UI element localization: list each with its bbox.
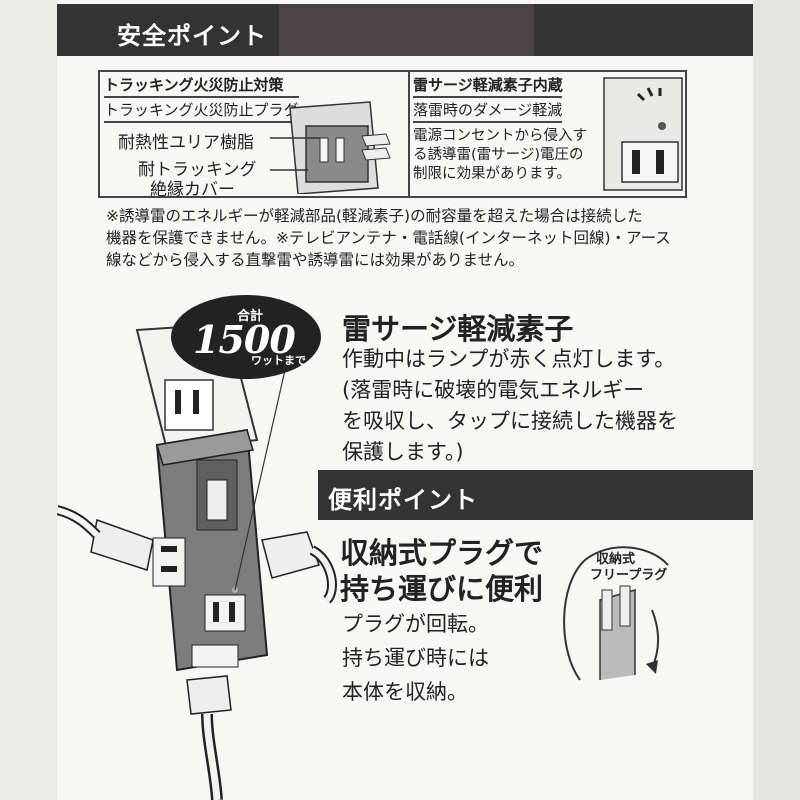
- convenience-points-bar: 便利ポイント: [318, 470, 753, 520]
- plug-line-3: 本体を収納。: [342, 680, 468, 704]
- surge-note-1: 電源コンセントから侵入す: [413, 128, 587, 144]
- surge-subheader: 落雷時のダメージ軽減: [413, 96, 563, 123]
- badge-top-label: 合計: [237, 309, 264, 324]
- box-divider: [408, 72, 410, 196]
- footnote-line-2: 機器を保護できません。※テレビアンテナ・電話線(インターネット回線)・アース: [106, 229, 671, 247]
- footnote: ※誘導雷のエネルギーが軽減部品(軽減素子)の耐容量を超えた場合は接続した 機器を…: [106, 205, 671, 271]
- tracking-header: トラッキング火災防止対策: [104, 76, 284, 94]
- safety-feature-box: [98, 70, 687, 198]
- tracking-label-resin: 耐熱性ユリア樹脂: [118, 133, 254, 153]
- surge-line-2: (落雷時に破壊的電気エネルギー: [342, 378, 645, 402]
- badge-number: 1500: [193, 317, 296, 362]
- plug-title-line-1: 収納式プラグで: [340, 536, 544, 570]
- surge-outlet-illustration: [603, 77, 683, 191]
- surge-line-4: 保護します。): [342, 440, 464, 464]
- surge-line-1: 作動中はランプが赤く点灯します。: [342, 347, 676, 371]
- bar-dark-block: [279, 4, 534, 56]
- footnote-line-3: 線などから侵入する直撃雷や誘導雷には効果がありません。: [106, 251, 525, 269]
- surge-line-3: を吸収し、タップに接続した機器を: [342, 409, 678, 433]
- inset-label-2: フリープラグ: [590, 568, 668, 583]
- plug-line-1: プラグが回転。: [342, 612, 489, 636]
- free-plug-inset: [563, 546, 669, 681]
- right-background: [753, 0, 800, 800]
- wattage-badge: 合計 1500 ワットまで: [171, 295, 321, 379]
- left-background: [0, 0, 57, 800]
- tracking-label-cover-2: 絶縁カバー: [150, 180, 235, 200]
- tracking-label-cover-1: 耐トラッキング: [138, 160, 257, 180]
- footnote-line-1: ※誘導雷のエネルギーが軽減部品(軽減素子)の耐容量を超えた場合は接続した: [106, 207, 643, 225]
- tracking-plug-illustration: [270, 101, 391, 194]
- plug-line-2: 持ち運び時には: [342, 646, 489, 670]
- surge-section-title: 雷サージ軽減素子: [342, 312, 574, 346]
- plug-title-line-2: 持ち運びに便利: [340, 572, 544, 606]
- convenience-points-title: 便利ポイント: [328, 486, 478, 514]
- badge-unit: ワットまで: [251, 354, 306, 367]
- surge-header: 雷サージ軽減素子内蔵: [413, 76, 563, 94]
- safety-points-title: 安全ポイント: [117, 22, 267, 50]
- tracking-subheader: トラッキング火災防止プラグ: [104, 96, 299, 123]
- safety-points-bar: 安全ポイント: [57, 4, 753, 56]
- surge-note-3: 制限に効果があります。: [413, 166, 572, 182]
- power-strip-illustration: [57, 322, 337, 800]
- inset-label-1: 収納式: [596, 552, 636, 567]
- surge-note-2: る誘導雷(雷サージ)電圧の: [413, 147, 584, 163]
